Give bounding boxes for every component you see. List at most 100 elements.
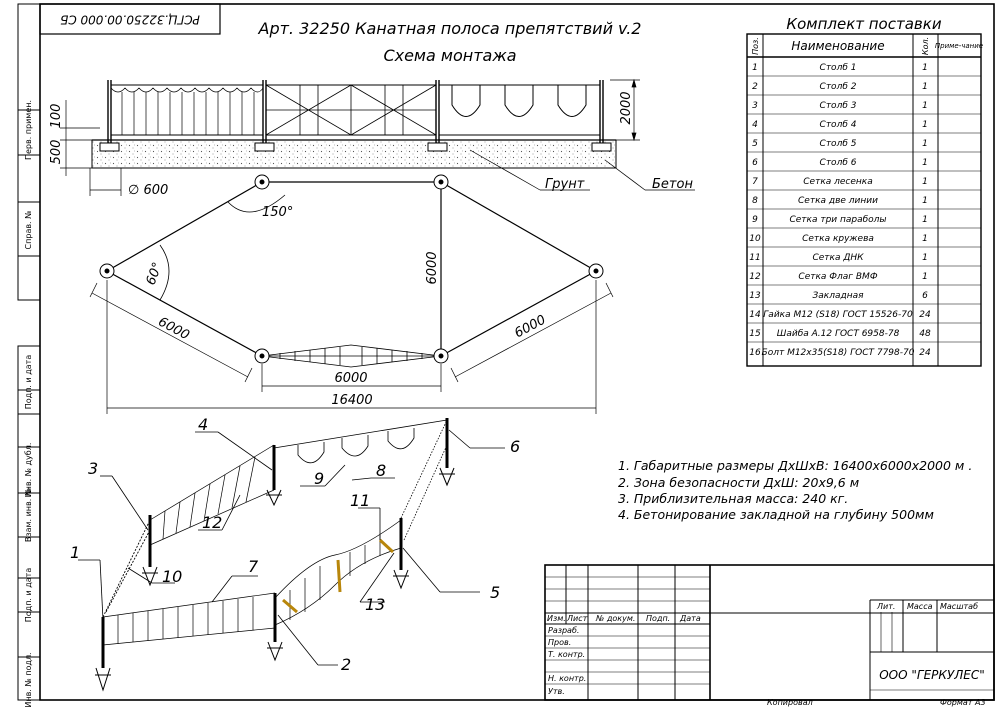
spec-cell-name: Сетка Флаг ВМФ	[798, 272, 877, 282]
title-block-labels: Изм. Лист № докум. Подп. Дата Разраб. Пр…	[547, 602, 985, 696]
tb-row-tkontr: Т. контр.	[548, 650, 585, 659]
title-line-2: Схема монтажа	[383, 46, 516, 65]
spec-cell-name: Болт М12х35(S18) ГОСТ 7798-70	[762, 348, 915, 358]
spec-cell-qty: 1	[922, 63, 928, 73]
spec-cell-pos: 13	[749, 291, 761, 301]
spec-cell-qty: 48	[919, 329, 931, 339]
tb-lit: Лит.	[876, 602, 895, 611]
spec-cell-qty: 1	[922, 82, 928, 92]
tb-col-izm: Изм.	[547, 614, 566, 623]
spec-cell-pos: 5	[752, 139, 758, 149]
spec-cell-qty: 1	[922, 177, 928, 187]
tb-row-prov: Пров.	[548, 638, 571, 647]
callout-13: 13	[365, 595, 385, 614]
spec-cell-qty: 1	[922, 139, 928, 149]
spec-cell-pos: 14	[749, 310, 761, 320]
note-4: 4. Бетонирование закладной на глубину 50…	[618, 507, 934, 522]
spec-cell-name: Шайба А.12 ГОСТ 6958-78	[777, 329, 900, 339]
callout-5: 5	[490, 583, 500, 602]
spec-title: Комплект поставки	[786, 15, 941, 33]
side-label: Подп. и дата	[24, 568, 33, 623]
spec-cell-name: Сетка две линии	[798, 196, 878, 206]
callout-labels: 1 2 3 4 5 6 7 8 9 10 11 12 13	[70, 415, 520, 674]
dim-6000-left: 6000	[156, 315, 192, 344]
title-block	[544, 564, 995, 701]
dim-100: 100	[49, 104, 64, 129]
spec-cell-name: Столб 3	[820, 101, 857, 111]
spec-cell-pos: 11	[749, 253, 760, 263]
angle-60: 60°	[144, 260, 166, 287]
spec-cell-pos: 9	[752, 215, 758, 225]
tb-col-list: Лист	[566, 614, 588, 623]
spec-cell-qty: 1	[922, 120, 928, 130]
sheet-frame	[17, 3, 995, 701]
label-concrete: Бетон	[652, 177, 693, 192]
tb-col-date: Дата	[679, 614, 701, 623]
spec-cell-qty: 24	[919, 348, 931, 358]
spec-cell-pos: 15	[749, 329, 761, 339]
doc-code-box: РСГЦ.32250.00.000 СБ	[39, 3, 221, 35]
spec-cell-pos: 2	[752, 82, 758, 92]
side-label: Перв. примен.	[24, 100, 33, 160]
drawing-title: Арт. 32250 Канатная полоса препятствий v…	[258, 19, 642, 65]
spec-cell-name: Сетка кружева	[802, 234, 874, 244]
doc-code: РСГЦ.32250.00.000 СБ	[60, 13, 200, 27]
spec-cell-pos: 4	[752, 120, 758, 130]
footer: Копировал Формат А3	[767, 698, 986, 707]
side-label: Инв. № подл.	[24, 652, 33, 707]
spec-cell-name: Гайка М12 (S18) ГОСТ 15526-70	[763, 310, 913, 320]
side-label: Взам. инв. №	[24, 487, 33, 542]
tb-row-razrab: Разраб.	[548, 626, 579, 635]
dim-500: 500	[49, 140, 64, 165]
title-line-1: Арт. 32250 Канатная полоса препятствий v…	[258, 19, 642, 38]
callout-1: 1	[70, 543, 80, 562]
spec-cell-name: Столб 6	[820, 158, 857, 168]
note-3: 3. Приблизительная масса: 240 кг.	[618, 491, 848, 506]
side-label: Инв. № дубл.	[24, 443, 33, 498]
spec-header-note: Приме-чание	[935, 42, 983, 50]
spec-cell-name: Столб 1	[820, 63, 857, 73]
spec-table: Комплект поставки Поз. Наименование Кол.…	[746, 15, 983, 367]
dim-6000-bottom: 6000	[334, 371, 367, 386]
note-2: 2. Зона безопасности ДхШ: 20х9,6 м	[618, 475, 859, 490]
callout-7: 7	[248, 557, 259, 576]
spec-header-pos: Поз.	[751, 37, 760, 55]
spec-cell-qty: 1	[922, 101, 928, 111]
spec-cell-name: Столб 4	[820, 120, 857, 130]
notes: 1. Габаритные размеры ДхШхВ: 16400х6000х…	[618, 458, 972, 522]
callout-6: 6	[510, 437, 520, 456]
spec-cell-qty: 6	[922, 291, 928, 301]
dim-16400: 16400	[331, 393, 372, 408]
spec-cell-pos: 12	[749, 272, 761, 282]
dim-6000-vertical: 6000	[425, 251, 440, 284]
side-label: Подп. и дата	[24, 355, 33, 410]
spec-cell-qty: 1	[922, 158, 928, 168]
spec-cell-pos: 16	[749, 348, 761, 358]
callout-10: 10	[162, 567, 182, 586]
footer-format: Формат А3	[940, 698, 986, 707]
spec-cell-qty: 24	[919, 310, 931, 320]
callout-3: 3	[88, 459, 98, 478]
tb-row-utv: Утв.	[548, 687, 565, 696]
spec-cell-name: Сетка лесенка	[803, 177, 873, 187]
dim-2000: 2000	[619, 91, 634, 124]
spec-cell-name: Столб 5	[820, 139, 857, 149]
spec-cell-name: Сетка ДНК	[812, 253, 864, 263]
plan-labels: 150° 60° 6000 6000 6000 6000 16400	[144, 205, 549, 408]
note-1: 1. Габаритные размеры ДхШхВ: 16400х6000х…	[618, 458, 972, 473]
label-ground: Грунт	[545, 177, 585, 192]
spec-cell-pos: 6	[752, 158, 758, 168]
tb-row-nkontr: Н. контр.	[548, 674, 586, 683]
callout-11: 11	[350, 491, 370, 510]
spec-header-qty: Кол.	[921, 37, 930, 55]
dim-6000-right: 6000	[512, 313, 548, 342]
spec-cell-qty: 1	[922, 196, 928, 206]
tb-company: ООО "ГЕРКУЛЕС"	[879, 668, 985, 682]
side-strip: Перв. примен. Справ. № Подп. и дата Инв.…	[24, 100, 33, 707]
spec-cell-qty: 1	[922, 234, 928, 244]
spec-header-name: Наименование	[791, 39, 884, 53]
spec-cell-name: Столб 2	[820, 82, 857, 92]
footer-copied: Копировал	[767, 698, 813, 707]
tb-col-sign: Подп.	[646, 614, 670, 623]
